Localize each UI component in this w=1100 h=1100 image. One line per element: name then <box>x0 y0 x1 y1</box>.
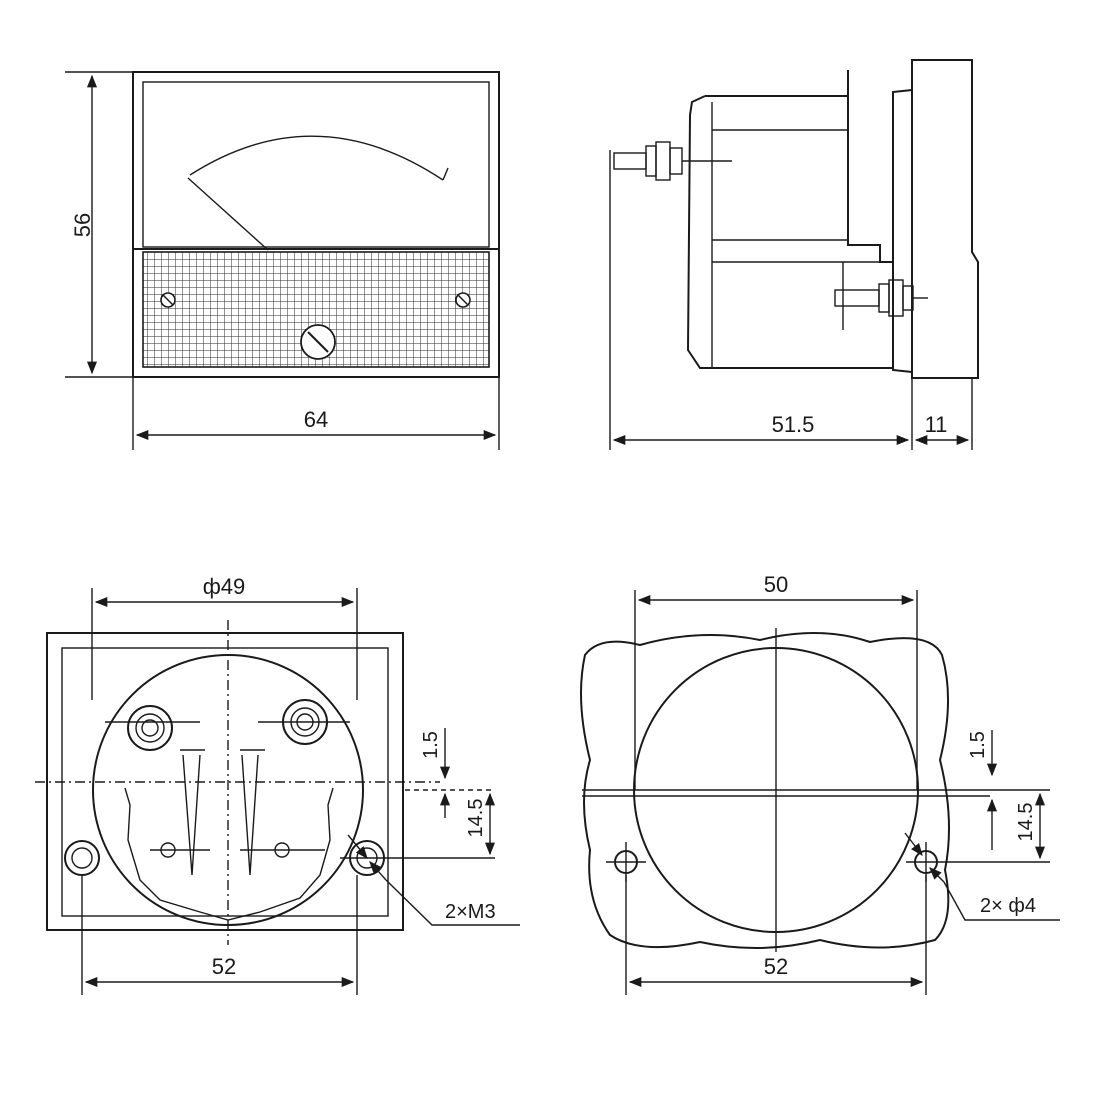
rear-small-screw-right-icon <box>240 842 325 858</box>
rear-inner-contour <box>124 787 334 921</box>
side-view: 51.5 11 <box>609 59 979 450</box>
mount-hole-left-icon <box>64 840 100 876</box>
hole-leader-line <box>943 881 1060 921</box>
shunt-strips <box>182 754 259 876</box>
screw-right-icon <box>455 292 471 308</box>
rear-terminal-left-icon <box>105 705 200 751</box>
depth-label: 51.5 <box>772 412 815 437</box>
zero-adjust-icon <box>300 324 336 360</box>
bottom-terminal-icon <box>834 279 928 317</box>
mount-hole-right-icon <box>340 840 495 876</box>
cutout-width-label: 50 <box>764 572 788 597</box>
screw-left-icon <box>160 292 176 308</box>
rear-small-screw-left-icon <box>150 842 210 858</box>
flange-lip <box>892 89 913 373</box>
rear-hole-spacing-label: 52 <box>212 954 236 979</box>
flange-label: 11 <box>925 412 948 437</box>
cutout-hole-spacing-label: 52 <box>764 954 788 979</box>
rear-terminal-right-icon <box>258 699 350 745</box>
front-outer-frame <box>132 71 500 378</box>
cutout-view: 50 52 1.5 14.5 2× ф4 <box>580 572 1060 995</box>
cutout-offset-small-label: 1.5 <box>967 731 989 759</box>
cutout-offset-large-label: 14.5 <box>1015 803 1037 842</box>
front-view: 56 64 <box>65 71 500 450</box>
rear-diameter-label: ф49 <box>203 574 246 599</box>
case-outline <box>686 95 893 369</box>
panel-outline <box>580 631 950 949</box>
rear-offset-small-label: 1.5 <box>420 731 442 759</box>
case-top <box>705 70 893 263</box>
needle <box>187 177 269 251</box>
screw-leader-line <box>385 879 520 926</box>
screw-label: 2×M3 <box>445 901 496 923</box>
scale-arc <box>189 135 444 181</box>
height-label: 56 <box>70 213 95 237</box>
rear-view: ф49 52 1.5 14.5 2×M3 <box>35 574 520 995</box>
rear-offset-large-label: 14.5 <box>465 799 487 838</box>
cutout-hole-right-icon <box>906 842 1050 882</box>
flange-body <box>911 59 979 379</box>
scale-end-mark <box>442 167 449 181</box>
top-terminal-icon <box>613 141 732 181</box>
dial-window <box>142 81 490 248</box>
hole-label: 2× ф4 <box>980 895 1036 917</box>
width-label: 64 <box>304 407 328 432</box>
